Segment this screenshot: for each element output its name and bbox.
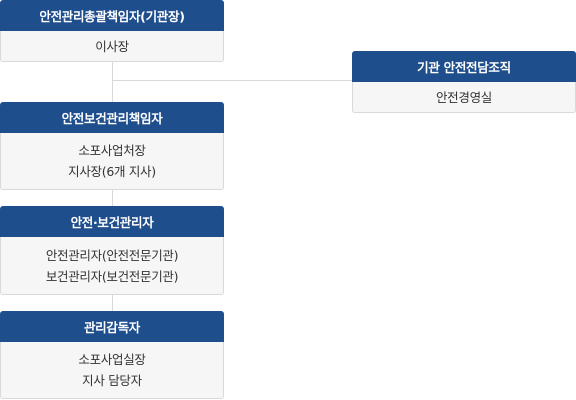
connector-horizontal [112,80,352,81]
health-manager-node-line: 소포사업처장 [78,143,146,158]
supervisor-node-line: 소포사업실장 [78,352,146,367]
safety-manager-node: 안전·보건관리자 안전관리자(안전전문기관) 보건관리자(보건전문기관) [0,206,224,295]
dept-node-body: 안전경영실 [352,82,576,113]
supervisor-node-line: 지사 담당자 [82,373,142,388]
safety-manager-node-line: 보건관리자(보건전문기관) [45,268,179,284]
ceo-node-title: 안전관리총괄책임자(기관장) [0,0,224,31]
health-manager-node-line: 지사장(6개 지사) [68,164,156,179]
ceo-node: 안전관리총괄책임자(기관장) 이사장 [0,0,224,62]
connector-vertical [112,190,113,206]
dept-node-title: 기관 안전전담조직 [352,51,576,82]
ceo-node-line: 이사장 [95,38,129,54]
supervisor-node-title: 관리감독자 [0,311,224,342]
safety-manager-node-title: 안전·보건관리자 [0,206,224,237]
ceo-node-body: 이사장 [0,31,224,62]
health-manager-node-body: 소포사업처장 지사장(6개 지사) [0,133,224,190]
supervisor-node: 관리감독자 소포사업실장 지사 담당자 [0,311,224,399]
health-manager-node-title: 안전보건관리책임자 [0,102,224,133]
connector-vertical [112,62,113,102]
dept-node: 기관 안전전담조직 안전경영실 [352,51,576,113]
safety-manager-node-body: 안전관리자(안전전문기관) 보건관리자(보건전문기관) [0,237,224,295]
supervisor-node-body: 소포사업실장 지사 담당자 [0,342,224,399]
dept-node-line: 안전경영실 [435,89,492,105]
health-manager-node: 안전보건관리책임자 소포사업처장 지사장(6개 지사) [0,102,224,190]
connector-vertical [112,295,113,311]
safety-manager-node-line: 안전관리자(안전전문기관) [45,247,179,263]
